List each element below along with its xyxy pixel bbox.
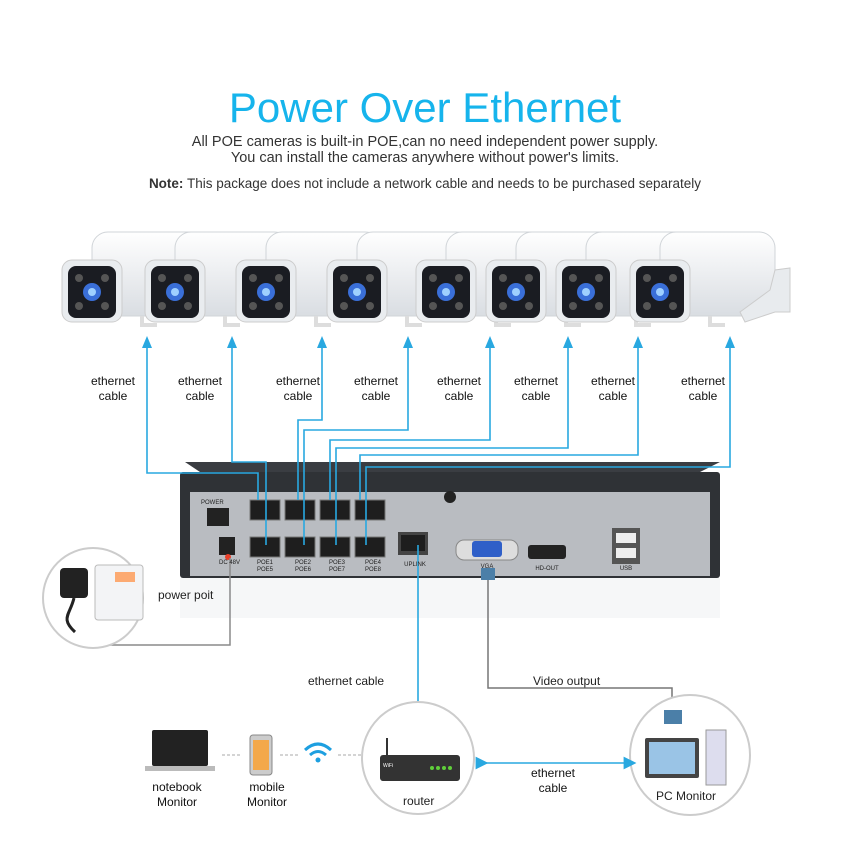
- vga-label: VGA: [480, 564, 494, 570]
- port-label: POE7: [328, 567, 345, 573]
- camera-group: [61, 231, 776, 327]
- pc-monitor-label: PC Monitor: [656, 789, 717, 803]
- port-label: POE1: [256, 560, 273, 566]
- subtitle-line1: All POE cameras is built-in POE,can no n…: [191, 134, 659, 150]
- arrow-head-icon: [633, 336, 643, 348]
- video-output-label: Video output: [533, 674, 601, 688]
- mobile-label: mobile: [249, 780, 285, 794]
- poe-port: [319, 499, 351, 521]
- arrow-head-icon: [485, 336, 495, 348]
- cable-cam6: [335, 345, 569, 545]
- mobile-label: Monitor: [246, 795, 287, 809]
- cable-cam4: [303, 345, 409, 545]
- cable-label-line1: ethernet: [436, 374, 482, 388]
- cable-label-line1: ethernet: [353, 374, 399, 388]
- note-text: This package does not include a network …: [183, 176, 702, 191]
- cable-label-line1: ethernet: [680, 374, 726, 388]
- poe-port: [284, 499, 316, 521]
- camera-8: [629, 231, 776, 327]
- cable-label-line2: cable: [185, 389, 215, 403]
- poe-port: [284, 536, 316, 558]
- arrow-head-icon: [725, 336, 735, 348]
- poe-port: [249, 536, 281, 558]
- port-label: POE6: [294, 567, 311, 573]
- wifi-icon: [303, 742, 333, 757]
- router-label: router: [403, 794, 435, 808]
- router-pc-cable-label: cable: [538, 781, 568, 795]
- arrow-head-icon: [317, 336, 327, 348]
- cable-label-line1: ethernet: [590, 374, 636, 388]
- dc-label: DC 48V: [219, 560, 241, 566]
- cable-label-line2: cable: [283, 389, 313, 403]
- port-label: POE2: [294, 560, 311, 566]
- cable-cam2: [231, 345, 267, 545]
- camera-cables: [146, 345, 731, 545]
- poe-port: [354, 536, 386, 558]
- port-label: POE5: [256, 567, 273, 573]
- poe-port: [354, 499, 386, 521]
- poe-port: [249, 499, 281, 521]
- cable-label-line1: ethernet: [177, 374, 223, 388]
- arrow-head-icon: [142, 336, 152, 348]
- port-label: POE3: [328, 560, 345, 566]
- cable-label-line2: cable: [361, 389, 391, 403]
- power-switch-label: POWER: [201, 500, 224, 506]
- uplink-label: UPLINK: [404, 562, 426, 568]
- cable-cam7: [359, 345, 639, 500]
- router-wifi-badge: WiFi: [383, 763, 393, 769]
- cable-label-line2: cable: [98, 389, 128, 403]
- usb-label: USB: [619, 566, 633, 572]
- cable-cam5: [329, 345, 491, 500]
- cable-cam8: [365, 345, 731, 545]
- poe-port: [319, 536, 351, 558]
- cable-label-line1: ethernet: [513, 374, 559, 388]
- subtitle-line2: You can install the cameras anywhere wit…: [230, 150, 620, 166]
- notebook-icon: [152, 730, 208, 766]
- power-cable: [87, 558, 231, 646]
- cable-label-line2: cable: [598, 389, 628, 403]
- port-label: POE8: [364, 567, 381, 573]
- cable-label-line2: cable: [444, 389, 474, 403]
- nvr-recorder: [180, 462, 720, 618]
- page-title: Power Over Ethernet: [228, 84, 622, 131]
- notebook-label: Monitor: [156, 795, 197, 809]
- port-label: POE4: [364, 560, 381, 566]
- hdout-label: HD-OUT: [535, 566, 559, 572]
- cable-cam1: [146, 345, 259, 500]
- ethernet-cable-label: ethernet cable: [308, 674, 385, 688]
- arrow-head-icon: [227, 336, 237, 348]
- cable-label-line1: ethernet: [275, 374, 321, 388]
- camera-wall-mount: [739, 267, 791, 323]
- note-label: Note:: [148, 176, 184, 191]
- arrow-head-icon: [403, 336, 413, 348]
- cable-label-line1: ethernet: [90, 374, 136, 388]
- notebook-label: notebook: [152, 780, 202, 794]
- cable-label-line2: cable: [521, 389, 551, 403]
- note: Note: This package does not include a ne…: [0, 176, 850, 191]
- power-point-label: power poit: [158, 588, 214, 602]
- cable-cam3: [297, 345, 323, 500]
- arrow-head-icon: [563, 336, 573, 348]
- router-pc-cable-label: ethernet: [530, 766, 576, 780]
- cable-label-line2: cable: [688, 389, 718, 403]
